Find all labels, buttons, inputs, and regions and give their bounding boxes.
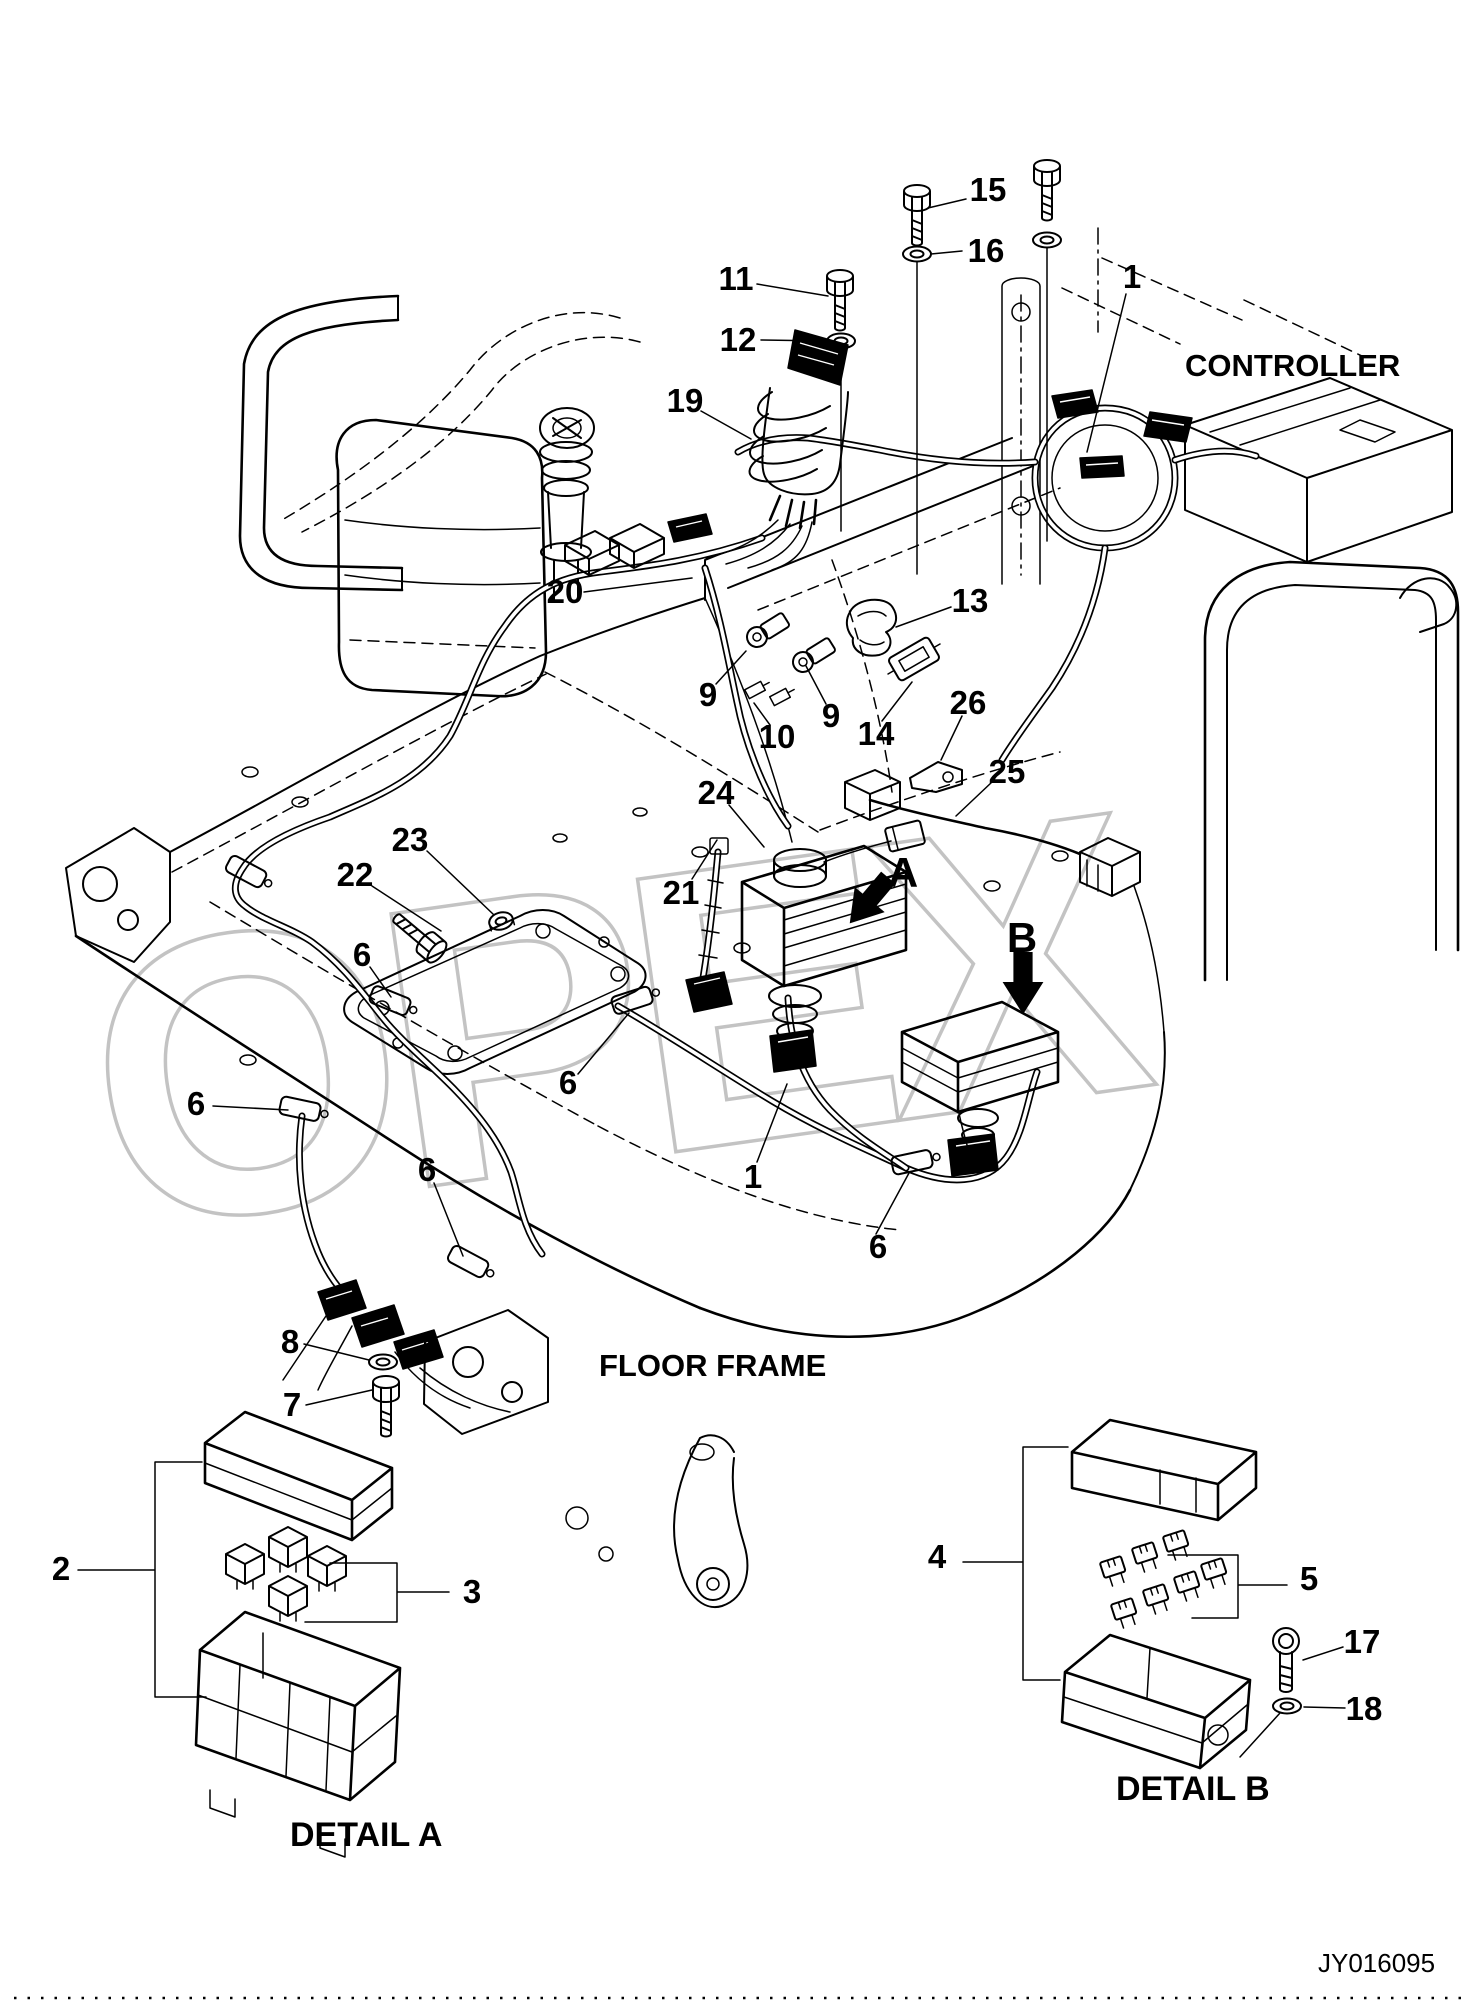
callout-25: 25: [988, 753, 1026, 790]
callout-18: 18: [1345, 1690, 1383, 1727]
callout-20: 20: [546, 573, 584, 610]
leader-lines: [212, 198, 1346, 1709]
callout-19: 19: [666, 382, 704, 419]
callout-6: 6: [868, 1228, 888, 1265]
wire-harness: [231, 534, 1041, 1435]
callout-1: 1: [1122, 258, 1142, 295]
relay-box-a: [740, 844, 908, 1073]
callout-3: 3: [462, 1573, 482, 1610]
callout-10: 10: [758, 718, 796, 755]
ignition-switch: [564, 329, 849, 576]
callout-1: 1: [743, 1158, 763, 1195]
callout-7: 7: [282, 1386, 302, 1423]
callout-6: 6: [352, 936, 372, 973]
callout-15: 15: [969, 171, 1007, 208]
arrow-b-icon: [1002, 952, 1044, 1015]
washer-tank: [335, 407, 595, 698]
controller-harness: [734, 389, 1260, 764]
arrow-a-icon: [849, 871, 896, 924]
label-detail-a: DETAIL A: [290, 1816, 443, 1854]
detail-b-assembly: [962, 1418, 1288, 1770]
callout-12: 12: [719, 321, 757, 358]
callout-6: 6: [186, 1085, 206, 1122]
watermark-text: OPEX: [62, 725, 1173, 1315]
callout-22: 22: [336, 856, 374, 893]
callout-14: 14: [857, 715, 895, 752]
relay-box-b: [900, 1000, 1060, 1177]
callout-2: 2: [51, 1550, 71, 1587]
callout-17: 17: [1343, 1623, 1381, 1660]
label-floor-frame: FLOOR FRAME: [599, 1348, 827, 1383]
figure-code: JY016095: [1318, 1948, 1436, 1978]
rollbar-frame: [238, 294, 641, 592]
callout-6: 6: [417, 1151, 437, 1188]
label-controller: CONTROLLER: [1185, 348, 1401, 383]
callout-5: 5: [1299, 1560, 1319, 1597]
callout-21: 21: [662, 874, 700, 911]
callout-9: 9: [698, 676, 718, 713]
small-parts: [685, 598, 1141, 1013]
label-detail-b: DETAIL B: [1116, 1770, 1270, 1808]
callout-6: 6: [558, 1064, 578, 1101]
callout-26: 26: [949, 684, 987, 721]
view-marker-b: B: [1006, 914, 1038, 961]
callout-11: 11: [718, 260, 754, 297]
fasteners: [368, 159, 1302, 1715]
callout-13: 13: [951, 582, 989, 619]
view-marker-a: A: [887, 849, 919, 896]
detail-a-assembly: [77, 1410, 450, 1858]
callout-9: 9: [821, 697, 841, 734]
callout-8: 8: [280, 1323, 300, 1360]
callout-23: 23: [391, 821, 429, 858]
view-arrows: [849, 871, 1044, 1015]
callout-4: 4: [927, 1538, 947, 1575]
watermark: OPEX: [61, 723, 1176, 1317]
callout-16: 16: [967, 232, 1005, 269]
callout-24: 24: [697, 774, 735, 811]
